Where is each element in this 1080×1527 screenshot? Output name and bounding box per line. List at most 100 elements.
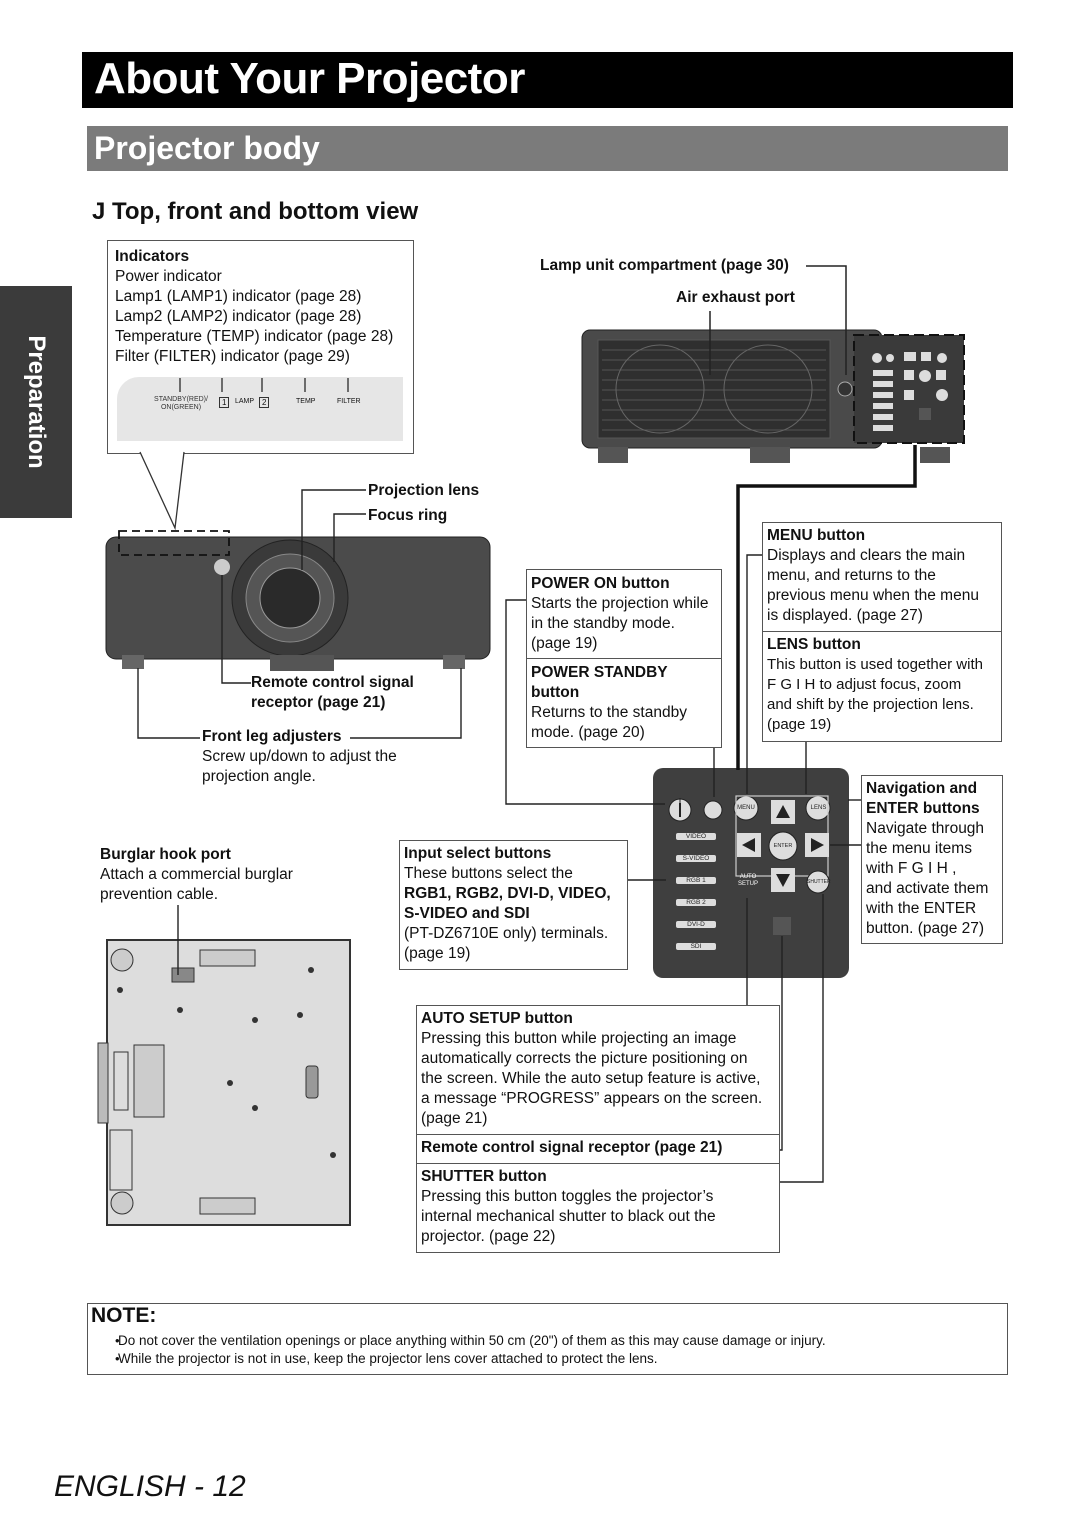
note-box xyxy=(87,1303,1008,1375)
menu-title: MENU button xyxy=(767,527,866,544)
power-standby-title: button xyxy=(531,684,580,701)
menu-desc: menu, and returns to the xyxy=(767,567,936,584)
input-button-dvid[interactable]: DVI-D xyxy=(676,921,716,928)
input-button-sdi[interactable]: SDI xyxy=(676,943,716,950)
temp-indicator-label: TEMP xyxy=(296,398,316,405)
lens-desc: This button is used together with xyxy=(767,656,983,673)
power-standby-desc: Returns to the standby xyxy=(531,704,687,721)
auto-setup-desc: Pressing this button while projecting an… xyxy=(421,1030,737,1047)
indicator-line: Lamp2 (LAMP2) indicator (page 28) xyxy=(115,308,362,325)
note-title: NOTE: xyxy=(91,1304,157,1327)
input-button-video[interactable]: VIDEO xyxy=(676,833,716,840)
title-bar: About Your Projector xyxy=(82,52,1013,108)
menu-desc: Displays and clears the main xyxy=(767,547,966,564)
auto-setup-desc: automatically corrects the picture posit… xyxy=(421,1050,748,1067)
front-leg-desc: Screw up/down to adjust the xyxy=(202,748,397,765)
navigation-desc: the menu items xyxy=(866,840,972,857)
navigation-desc: and activate them xyxy=(866,880,989,897)
navigation-desc: with the ENTER xyxy=(866,900,977,917)
note-item: Do not cover the ventilation openings or… xyxy=(118,1333,826,1348)
page-title: About Your Projector xyxy=(94,54,525,103)
input-select-box xyxy=(399,840,628,970)
bullet: • xyxy=(115,1351,120,1366)
power-on-desc: in the standby mode. xyxy=(531,615,675,632)
input-select-title: Input select buttons xyxy=(404,845,552,862)
indicator-line: Temperature (TEMP) indicator (page 28) xyxy=(115,328,394,345)
divider xyxy=(416,1134,779,1135)
bullet: • xyxy=(115,1333,120,1348)
input-select-desc: (PT-DZ6710E only) terminals. xyxy=(404,925,609,942)
lamp1-number: 1 xyxy=(219,397,230,408)
navigation-desc: Navigate through xyxy=(866,820,985,837)
side-tab: Preparation xyxy=(0,286,72,518)
burglar-desc: prevention cable. xyxy=(100,886,219,903)
input-select-desc: S-VIDEO and SDI xyxy=(404,905,530,922)
power-on-desc: Starts the projection while xyxy=(531,595,709,612)
input-select-desc: These buttons select the xyxy=(404,865,573,882)
lens-desc: and shift by the projection lens. xyxy=(767,696,974,713)
navigation-title: ENTER buttons xyxy=(866,800,980,817)
menu-button[interactable]: MENU xyxy=(737,805,755,811)
lamp-indicator-label: LAMP xyxy=(235,398,255,405)
indicator-line: Lamp1 (LAMP1) indicator (page 28) xyxy=(115,288,362,305)
indicator-panel xyxy=(117,377,403,441)
auto-setup-desc: a message “PROGRESS” appears on the scre… xyxy=(421,1090,763,1107)
input-button-rgb1[interactable]: RGB 1 xyxy=(676,877,716,884)
divider xyxy=(526,658,721,659)
lens-button[interactable]: LENS xyxy=(810,805,827,811)
subtitle-bar: Projector body xyxy=(87,126,1008,171)
page-footer: ENGLISH - 12 xyxy=(54,1470,246,1503)
note-item: While the projector is not in use, keep … xyxy=(118,1351,658,1366)
menu-desc: is displayed. (page 27) xyxy=(767,607,923,624)
remote-receptor-label: receptor (page 21) xyxy=(251,694,386,711)
power-on-title: POWER ON button xyxy=(531,575,670,592)
shutter-desc: internal mechanical shutter to black out… xyxy=(421,1208,716,1225)
indicator-line: Power indicator xyxy=(115,268,222,285)
front-leg-title: Front leg adjusters xyxy=(202,728,342,745)
burglar-desc: Attach a commercial burglar xyxy=(100,866,293,883)
auto-setup-desc: the screen. While the auto setup feature… xyxy=(421,1070,761,1087)
navigation-desc: with F G I H , xyxy=(866,860,957,877)
navigation-desc: button. (page 27) xyxy=(866,920,985,937)
input-select-desc: RGB1, RGB2, DVI-D, VIDEO, xyxy=(404,885,611,902)
divider xyxy=(416,1163,779,1164)
auto-setup-title: AUTO SETUP button xyxy=(421,1010,573,1027)
auto-setup-button[interactable]: AUTO SETUP xyxy=(737,874,758,887)
remote-receptor-title: Remote control signal receptor (page 21) xyxy=(421,1139,723,1156)
shutter-desc: Pressing this button toggles the project… xyxy=(421,1188,714,1205)
lens-title: LENS button xyxy=(767,636,861,653)
input-button-svideo[interactable]: S-VIDEO xyxy=(676,855,716,862)
lens-desc: F G I H to adjust focus, zoom xyxy=(767,676,962,693)
burglar-title: Burglar hook port xyxy=(100,846,231,863)
page-subtitle: Projector body xyxy=(94,130,320,166)
indicators-title: Indicators xyxy=(115,248,190,265)
shutter-button[interactable]: SHUTTER xyxy=(807,879,831,885)
lamp2-number: 2 xyxy=(259,397,270,408)
power-on-desc: (page 19) xyxy=(531,635,598,652)
lens-desc: (page 19) xyxy=(767,716,832,733)
input-select-desc: (page 19) xyxy=(404,945,471,962)
menu-desc: previous menu when the menu xyxy=(767,587,979,604)
air-exhaust-label: Air exhaust port xyxy=(676,289,795,306)
remote-receptor-label: Remote control signal xyxy=(251,674,414,691)
front-leg-desc: projection angle. xyxy=(202,768,316,785)
power-standby-title: POWER STANDBY xyxy=(531,664,668,681)
section-heading: J Top, front and bottom view xyxy=(92,198,419,225)
input-button-rgb2[interactable]: RGB 2 xyxy=(676,899,716,906)
auto-setup-box xyxy=(416,1005,780,1253)
shutter-title: SHUTTER button xyxy=(421,1168,547,1185)
indicator-line: Filter (FILTER) indicator (page 29) xyxy=(115,348,350,365)
filter-indicator-label: FILTER xyxy=(337,398,361,405)
lamp-unit-label: Lamp unit compartment (page 30) xyxy=(540,257,789,274)
enter-button[interactable]: ENTER xyxy=(773,843,793,849)
auto-setup-desc: (page 21) xyxy=(421,1110,488,1127)
standby-indicator-label: STANDBY(RED)/ ON(GREEN) xyxy=(154,396,208,411)
navigation-title: Navigation and xyxy=(866,780,978,797)
menu-lens-box xyxy=(762,522,1002,742)
focus-ring-label: Focus ring xyxy=(368,507,448,524)
shutter-desc: projector. (page 22) xyxy=(421,1228,556,1245)
projection-lens-label: Projection lens xyxy=(368,482,480,499)
divider xyxy=(762,631,1001,632)
power-standby-desc: mode. (page 20) xyxy=(531,724,645,741)
